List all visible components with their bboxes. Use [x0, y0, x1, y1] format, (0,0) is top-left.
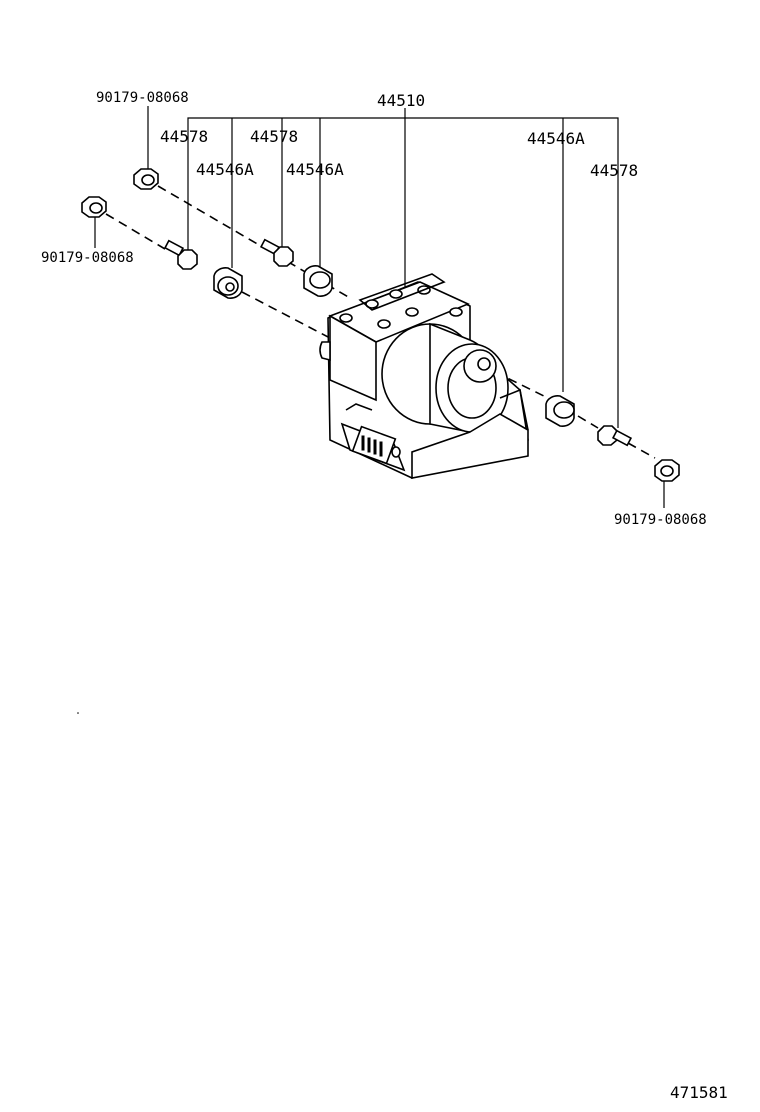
nut-top-left	[133, 168, 159, 190]
label-nut-bottom-right: 90179-08068	[614, 512, 707, 528]
stray-dot	[77, 712, 79, 714]
bushing-left-1	[213, 267, 243, 299]
label-bushing-left-2: 44546A	[286, 160, 344, 179]
label-bolt-left-1: 44578	[160, 127, 208, 146]
bolt-right	[597, 425, 633, 447]
label-assembly: 44510	[377, 91, 425, 110]
label-bolt-right: 44578	[590, 161, 638, 180]
label-nut-top-left: 90179-08068	[96, 90, 189, 106]
label-bushing-right: 44546A	[527, 129, 585, 148]
label-bushing-left-1: 44546A	[196, 160, 254, 179]
label-nut-mid-left: 90179-08068	[41, 250, 134, 266]
illustration-number: 471581	[670, 1083, 728, 1102]
nut-bottom-right	[654, 459, 680, 482]
nut-mid-left	[81, 196, 107, 218]
label-bolt-left-2: 44578	[250, 127, 298, 146]
leader-lines	[94, 106, 665, 508]
bolt-left-1	[163, 239, 198, 270]
bolt-left-2	[259, 238, 294, 267]
bushing-left-2	[303, 265, 333, 297]
abs-actuator-assembly	[319, 273, 529, 479]
bushing-right	[545, 395, 575, 427]
